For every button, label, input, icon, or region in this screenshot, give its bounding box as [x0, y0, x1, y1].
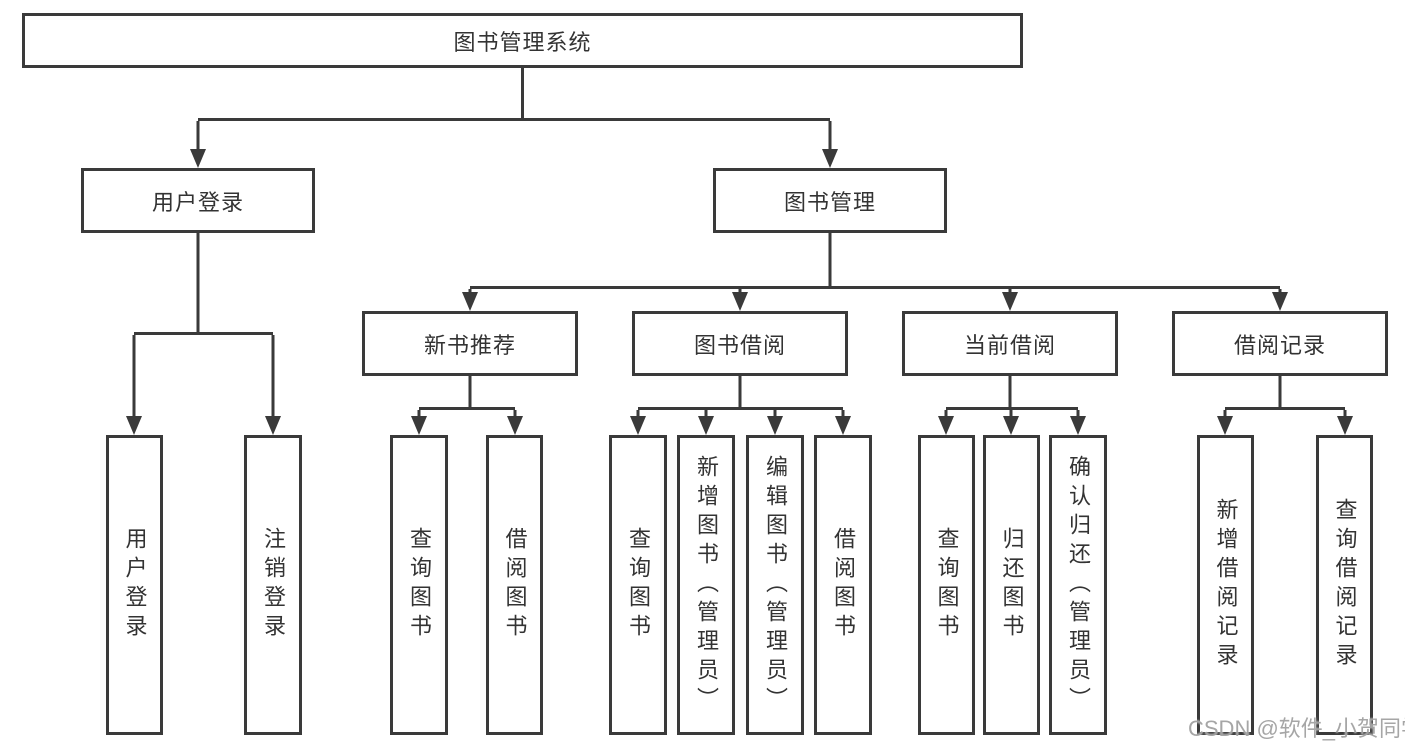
- node-current-borrowing: 当前借阅: [902, 311, 1118, 376]
- arrowhead: [938, 416, 954, 435]
- arrowhead: [767, 416, 783, 435]
- leaf-borrow-books-recommend: 借阅图书: [486, 435, 543, 735]
- node-borrowing-records: 借阅记录: [1172, 311, 1388, 376]
- arrowhead: [1272, 292, 1288, 311]
- leaf-add-book-admin: 新增图书（管理员）: [677, 435, 735, 735]
- leaf-label: 查询图书: [626, 527, 651, 643]
- leaf-label: 查询图书: [934, 527, 960, 643]
- node-book-borrowing: 图书借阅: [632, 311, 848, 376]
- leaf-label: 查询图书: [407, 527, 432, 643]
- node-label: 图书管理: [783, 189, 876, 215]
- node-label: 用户登录: [151, 189, 244, 215]
- leaf-query-borrow-record: 查询借阅记录: [1316, 435, 1373, 735]
- arrowhead: [1337, 416, 1353, 435]
- arrowhead: [835, 416, 851, 435]
- arrowhead: [265, 416, 281, 435]
- leaf-label: 归还图书: [999, 527, 1025, 643]
- leaf-return-book: 归还图书: [983, 435, 1040, 735]
- leaf-label: 借阅图书: [502, 527, 528, 643]
- arrowhead: [1002, 292, 1018, 311]
- leaf-confirm-return-admin: 确认归还（管理员）: [1049, 435, 1107, 735]
- arrowhead: [126, 416, 142, 435]
- leaf-label: 注销登录: [261, 527, 286, 643]
- leaf-user-login: 用户登录: [106, 435, 163, 735]
- arrowhead: [1003, 416, 1019, 435]
- arrowhead: [411, 416, 427, 435]
- node-library-management-system: 图书管理系统: [22, 13, 1023, 68]
- leaf-query-books-borrow: 查询图书: [609, 435, 667, 735]
- leaf-label: 查询借阅记录: [1332, 498, 1358, 672]
- leaf-label: 确认归还（管理员）: [1066, 454, 1091, 716]
- leaf-query-books-recommend: 查询图书: [390, 435, 448, 735]
- node-user-login: 用户登录: [81, 168, 315, 233]
- leaf-label: 用户登录: [122, 527, 148, 643]
- node-label: 借阅记录: [1233, 332, 1326, 358]
- arrowhead: [630, 416, 646, 435]
- leaf-logout: 注销登录: [244, 435, 302, 735]
- arrowhead: [732, 292, 748, 311]
- csdn-watermark: CSDN @软件_小贺同学: [1188, 716, 1405, 741]
- arrowhead: [462, 292, 478, 311]
- node-label: 当前借阅: [963, 332, 1056, 358]
- node-label: 图书管理系统: [453, 29, 592, 55]
- leaf-query-books-current: 查询图书: [918, 435, 975, 735]
- arrowhead: [1070, 416, 1086, 435]
- leaf-add-borrow-record: 新增借阅记录: [1197, 435, 1254, 735]
- leaf-borrow-books: 借阅图书: [814, 435, 872, 735]
- node-new-book-recommend: 新书推荐: [362, 311, 578, 376]
- node-label: 新书推荐: [423, 332, 516, 358]
- arrowhead: [822, 149, 838, 168]
- arrowhead: [507, 416, 523, 435]
- arrowhead: [698, 416, 714, 435]
- arrowhead: [1217, 416, 1233, 435]
- leaf-label: 编辑图书（管理员）: [763, 454, 788, 716]
- leaf-edit-book-admin: 编辑图书（管理员）: [746, 435, 804, 735]
- node-label: 图书借阅: [693, 332, 786, 358]
- leaf-label: 新增借阅记录: [1213, 498, 1239, 672]
- node-book-management: 图书管理: [713, 168, 947, 233]
- leaf-label: 新增图书（管理员）: [694, 454, 719, 716]
- leaf-label: 借阅图书: [831, 527, 856, 643]
- arrowhead: [190, 149, 206, 168]
